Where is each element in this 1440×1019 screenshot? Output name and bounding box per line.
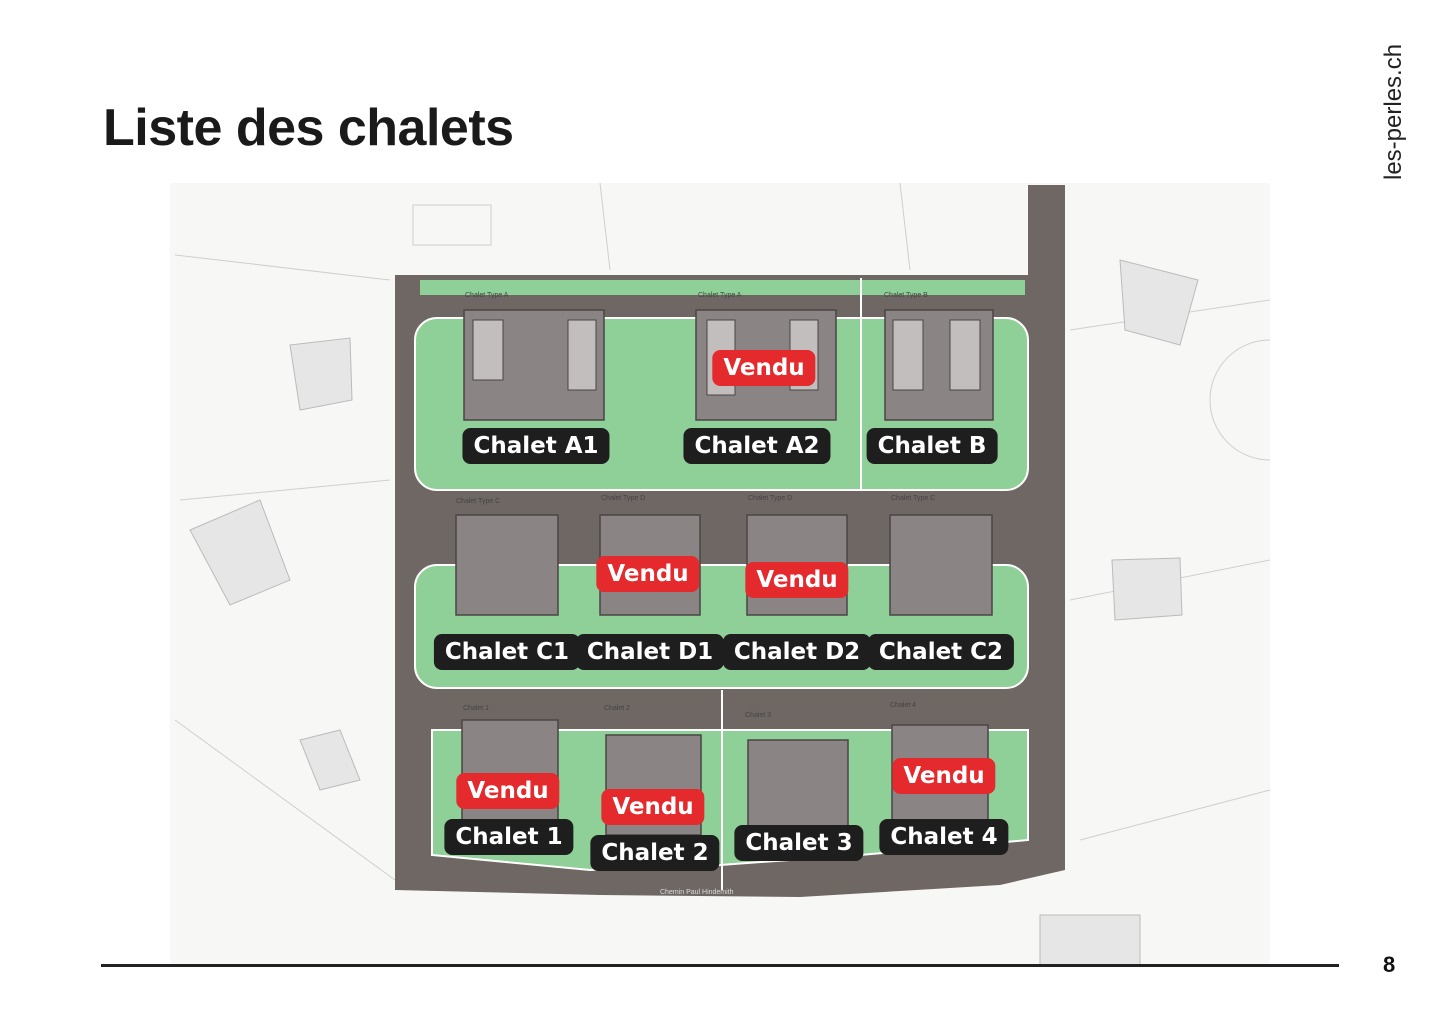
site-url: les-perles.ch — [1380, 30, 1420, 180]
type-label: Chalet Type C — [456, 498, 501, 505]
type-label: Chalet Type C — [891, 495, 936, 502]
site-url-text: les-perles.ch — [1380, 43, 1407, 180]
site-plan — [170, 183, 1270, 965]
page-title: Liste des chalets — [103, 99, 514, 157]
footer-rule — [101, 964, 1339, 967]
chalet-label-d1[interactable]: Chalet D1 — [575, 634, 725, 670]
chalet-label-2[interactable]: Chalet 2 — [590, 835, 720, 871]
chalet-label-c1[interactable]: Chalet C1 — [433, 634, 581, 670]
top-strip — [420, 280, 1025, 295]
neighbour-buildings — [189, 259, 1199, 965]
type-label: Chalet 3 — [745, 712, 772, 719]
chalet-label-3[interactable]: Chalet 3 — [734, 825, 864, 861]
road-name: Chemin Paul Hindemith — [660, 889, 734, 896]
type-label: Chalet 1 — [463, 705, 490, 712]
chalet-label-1[interactable]: Chalet 1 — [444, 819, 574, 855]
sold-badge-d1: Vendu — [596, 556, 700, 592]
sold-badge-1: Vendu — [456, 773, 560, 809]
sold-badge-2: Vendu — [601, 789, 705, 825]
sold-badge-a2: Vendu — [712, 350, 816, 386]
type-label: Chalet Type A — [465, 292, 509, 299]
sold-badge-4: Vendu — [892, 758, 996, 794]
type-label: Chalet Type D — [601, 495, 646, 502]
chalet-label-b[interactable]: Chalet B — [866, 428, 998, 464]
chalet-label-4[interactable]: Chalet 4 — [879, 819, 1009, 855]
type-label: Chalet 4 — [890, 702, 917, 709]
chalet-label-d2[interactable]: Chalet D2 — [722, 634, 872, 670]
type-label: Chalet 2 — [604, 705, 631, 712]
chalet-label-a2[interactable]: Chalet A2 — [683, 428, 831, 464]
type-label: Chalet Type D — [748, 495, 793, 502]
legend-box — [412, 204, 492, 246]
page-number: 8 — [1383, 952, 1396, 977]
chalet-label-c2[interactable]: Chalet C2 — [867, 634, 1015, 670]
chalet-label-a1[interactable]: Chalet A1 — [462, 428, 610, 464]
type-label: Chalet Type B — [884, 292, 928, 299]
type-label: Chalet Type A — [698, 292, 742, 299]
sold-badge-d2: Vendu — [745, 562, 849, 598]
